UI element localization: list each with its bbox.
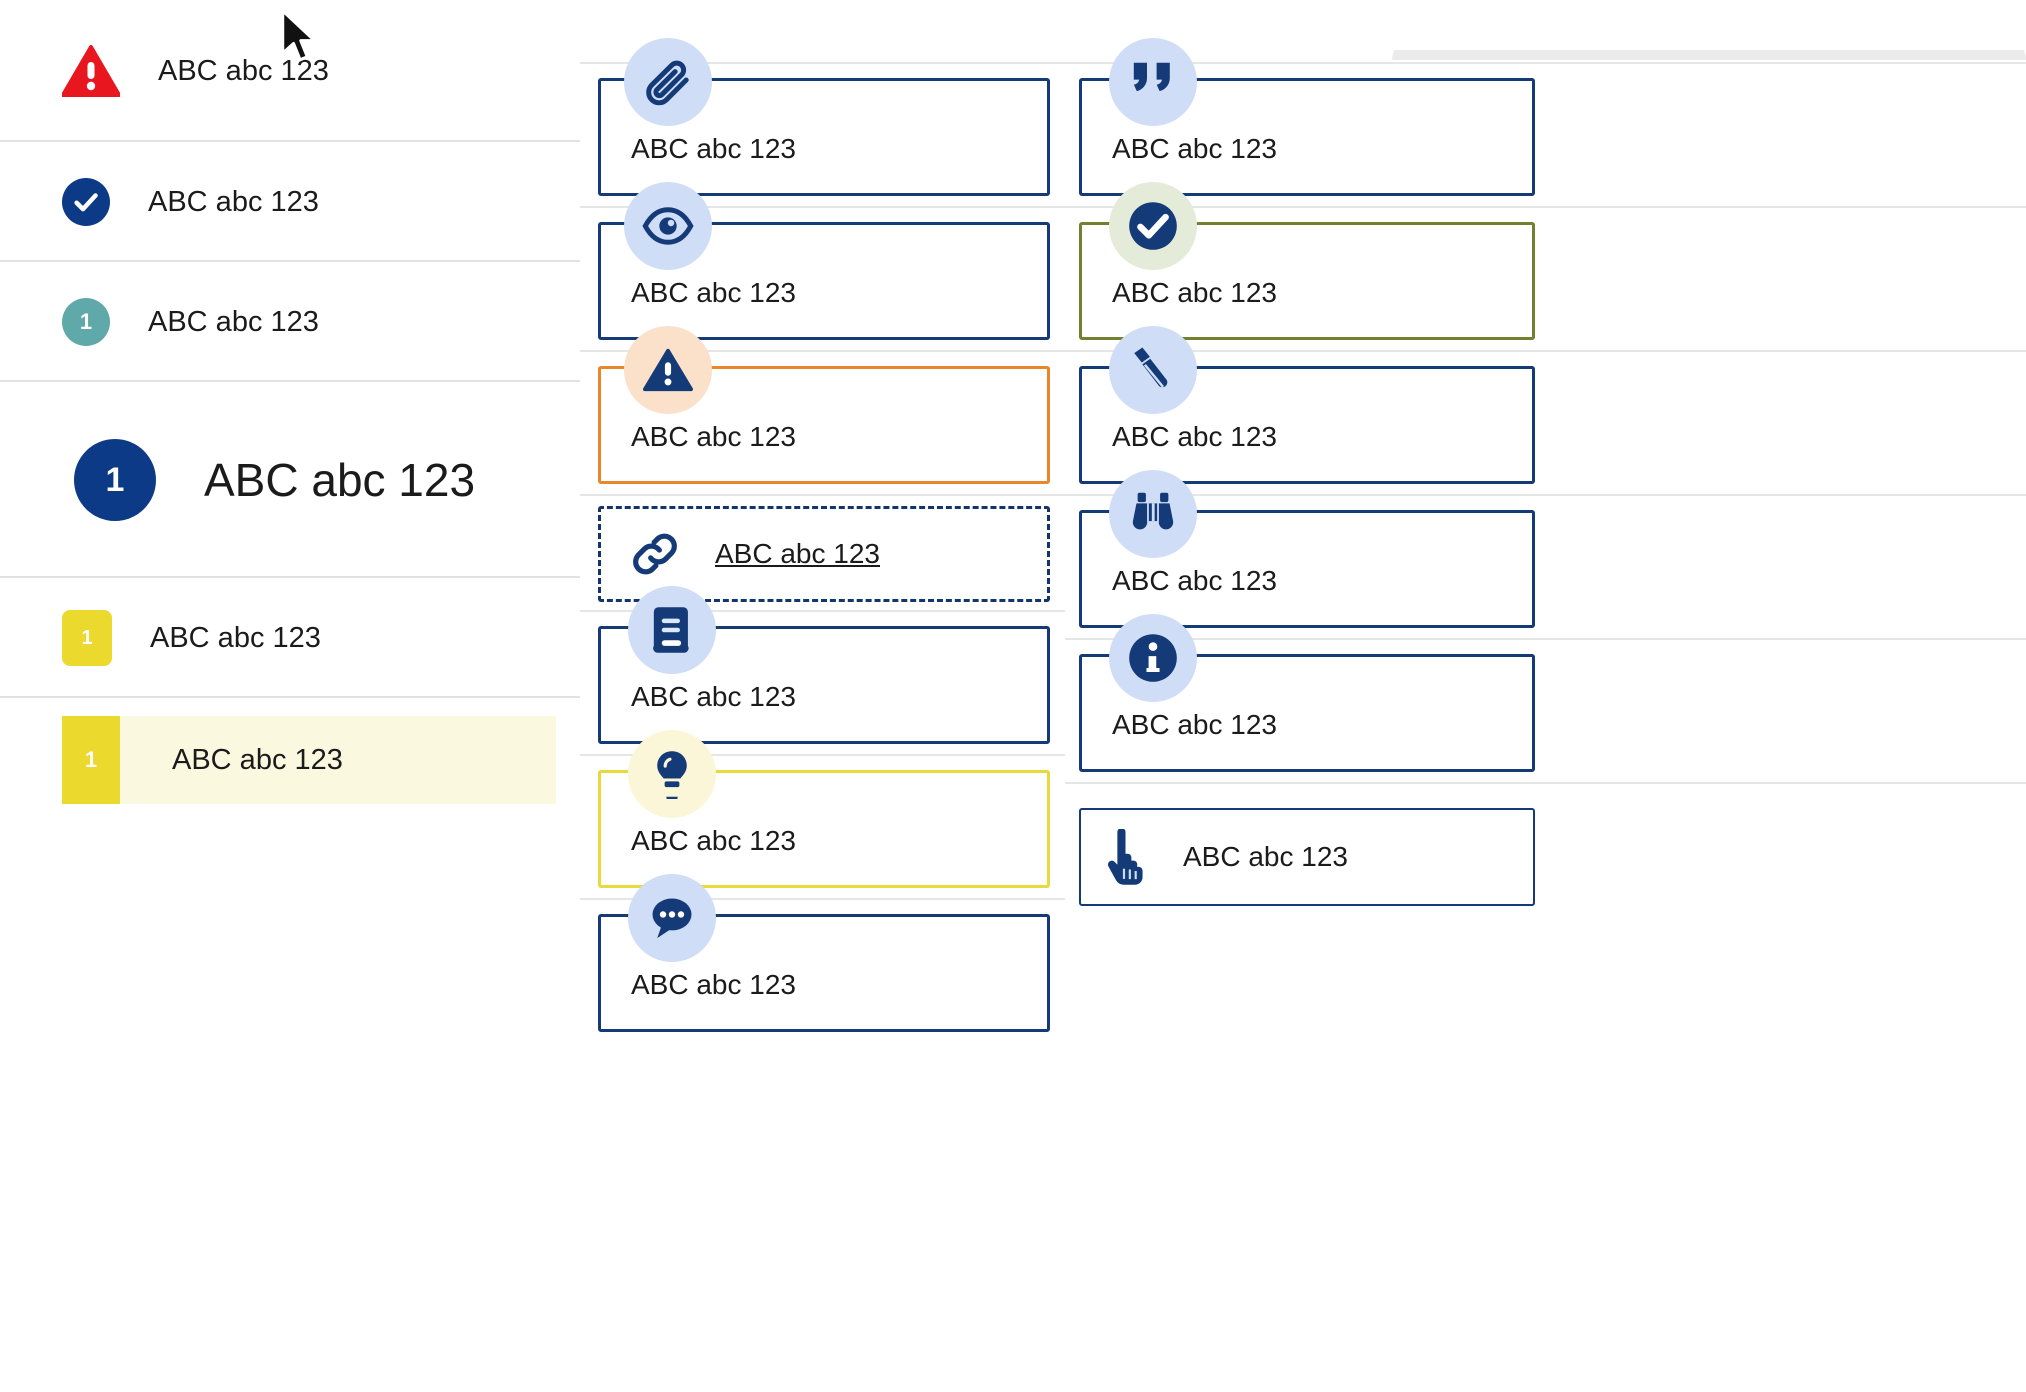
- divider: [0, 260, 580, 262]
- callout-card-label: ABC abc 123: [631, 681, 796, 712]
- alert-triangle-icon: [62, 45, 120, 97]
- divider: [0, 380, 580, 382]
- link-icon: [629, 528, 681, 580]
- quote-icon: [1109, 38, 1197, 126]
- list-item-label: ABC abc 123: [148, 305, 319, 338]
- list-item[interactable]: 1 ABC abc 123: [0, 382, 580, 578]
- badge-value: 1: [84, 747, 98, 772]
- list-item-highlight[interactable]: 1 ABC abc 123: [62, 716, 556, 804]
- callout-card-label: ABC abc 123: [631, 277, 796, 308]
- list-item[interactable]: ABC abc 123: [0, 142, 580, 262]
- list-item[interactable]: 1 ABC abc 123: [0, 578, 580, 698]
- number-badge-square-icon: 1: [62, 610, 112, 666]
- check-circle-icon: [62, 178, 110, 226]
- book-icon: [628, 586, 716, 674]
- mouse-pointer-icon: [277, 8, 321, 66]
- divider: [0, 696, 580, 698]
- divider: [0, 576, 580, 578]
- check-badge-icon: [1109, 182, 1197, 270]
- callout-card-label: ABC abc 123: [1183, 841, 1348, 872]
- divider: [0, 140, 580, 142]
- list-item-label: ABC abc 123: [150, 621, 321, 654]
- callout-card-label: ABC abc 123: [1112, 133, 1277, 164]
- binoculars-icon: [1109, 470, 1197, 558]
- badge-value: 1: [105, 460, 125, 499]
- info-icon: [1109, 614, 1197, 702]
- callout-card-label: ABC abc 123: [1112, 277, 1277, 308]
- callout-card-label: ABC abc 123: [1112, 565, 1277, 596]
- pointing-hand-icon: [1101, 829, 1149, 885]
- callout-card-attachment[interactable]: ABC abc 123: [598, 78, 1050, 196]
- paperclip-icon: [624, 38, 712, 126]
- number-badge-large-icon: 1: [74, 439, 156, 521]
- callout-card-label: ABC abc 123: [1112, 709, 1277, 740]
- number-badge-icon: 1: [62, 298, 110, 346]
- badge-value: 1: [79, 309, 93, 334]
- pencil-icon: [1109, 326, 1197, 414]
- status-list: ABC abc 123 ABC abc 123 1 ABC abc 123: [0, 0, 580, 1392]
- callout-card-label: ABC abc 123: [631, 133, 796, 164]
- comment-icon: [628, 874, 716, 962]
- badge-value: 1: [81, 626, 93, 649]
- callout-card-link-label[interactable]: ABC abc 123: [715, 538, 880, 569]
- list-item-label: ABC abc 123: [204, 454, 476, 506]
- panel-top-band-inner: [1392, 38, 2026, 50]
- callout-card-label: ABC abc 123: [631, 421, 796, 452]
- list-item-label: ABC abc 123: [172, 743, 343, 776]
- warning-triangle-icon: [624, 326, 712, 414]
- lightbulb-icon: [628, 730, 716, 818]
- list-item-label: ABC abc 123: [148, 185, 319, 218]
- number-badge-square-icon: 1: [62, 716, 120, 804]
- eye-icon: [624, 182, 712, 270]
- callout-card-label: ABC abc 123: [1112, 421, 1277, 452]
- callout-card-label: ABC abc 123: [631, 825, 796, 856]
- callout-card-label: ABC abc 123: [631, 969, 796, 1000]
- list-item[interactable]: 1 ABC abc 123: [0, 262, 580, 382]
- callout-card-action[interactable]: ABC abc 123: [1079, 808, 1535, 906]
